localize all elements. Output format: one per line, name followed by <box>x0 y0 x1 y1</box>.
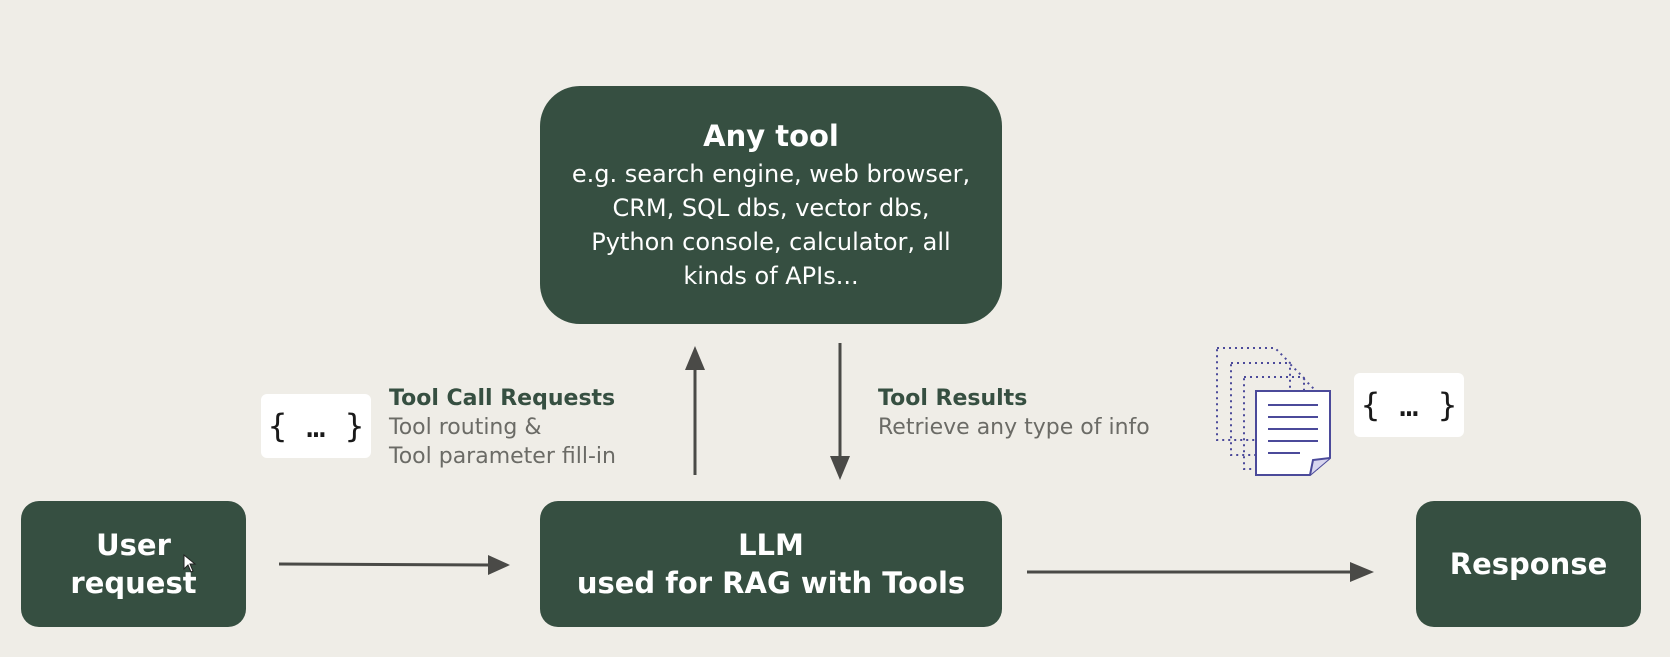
arrow-user-to-llm <box>278 555 510 575</box>
documents-stack-icon <box>1216 347 1331 476</box>
tool-routing-text: Tool routing & <box>389 415 542 440</box>
arrow-llm-to-tool <box>685 346 705 475</box>
json-brace-card-left: { … } <box>261 394 371 458</box>
tool-parameter-text: Tool parameter fill-in <box>389 444 616 469</box>
arrow-llm-to-response <box>1027 562 1374 582</box>
json-brace-card-right: { … } <box>1354 373 1464 437</box>
user-request-line-2: request <box>70 566 197 600</box>
any-tool-title: Any tool <box>703 119 839 153</box>
llm-box: LLM used for RAG with Tools <box>540 501 1002 627</box>
response-label: Response <box>1449 547 1608 581</box>
any-tool-desc-line-2: CRM, SQL dbs, vector dbs, <box>612 194 930 222</box>
tool-results-heading: Tool Results <box>878 386 1028 411</box>
any-tool-desc-line-1: e.g. search engine, web browser, <box>571 160 971 188</box>
llm-subtitle: used for RAG with Tools <box>576 566 966 600</box>
any-tool-desc-line-3: Python console, calculator, all <box>591 228 951 256</box>
any-tool-desc-line-4: kinds of APIs... <box>683 262 859 290</box>
response-box: Response <box>1416 501 1641 627</box>
tool-results-label: Tool Results Retrieve any type of info <box>878 384 1150 442</box>
user-request-box: User request <box>21 501 246 627</box>
user-request-line-1: User <box>96 528 171 562</box>
tool-call-requests-heading: Tool Call Requests <box>389 386 616 411</box>
retrieve-info-text: Retrieve any type of info <box>878 415 1150 440</box>
arrow-tool-to-llm <box>830 343 850 480</box>
tool-call-requests-label: Tool Call Requests Tool routing & Tool p… <box>389 384 616 471</box>
llm-title: LLM <box>738 528 804 562</box>
any-tool-box: Any tool e.g. search engine, web browser… <box>540 86 1002 324</box>
